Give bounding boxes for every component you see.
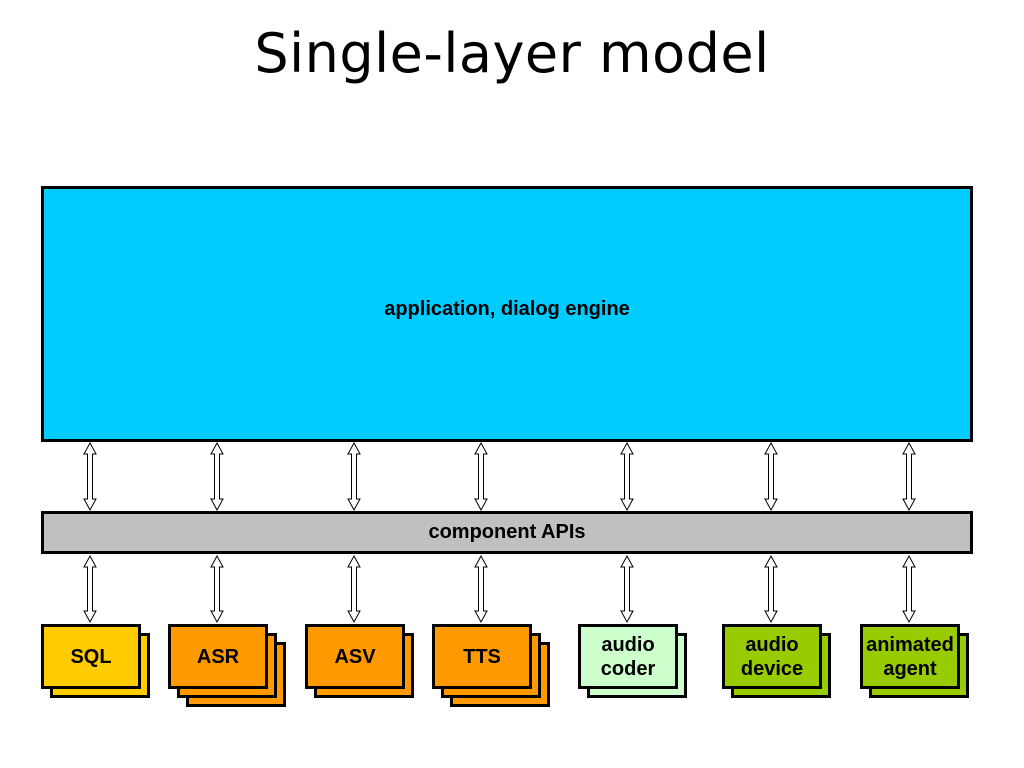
component-label: animated agent [860,624,960,689]
upper-double-arrow [474,441,488,512]
lower-double-arrow [474,554,488,624]
page-title: Single-layer model [254,22,770,85]
component-label: TTS [432,624,532,689]
component-apis-bar: component APIs [41,511,973,554]
lower-double-arrow [620,554,634,624]
application-dialog-engine-box: application, dialog engine [41,186,973,442]
component-label: audio coder [578,624,678,689]
upper-double-arrow [902,441,916,512]
component-label: ASV [305,624,405,689]
upper-double-arrow [347,441,361,512]
component-label: audio device [722,624,822,689]
application-dialog-engine-label: application, dialog engine [384,297,630,320]
upper-double-arrow [83,441,97,512]
upper-double-arrow [210,441,224,512]
component-label: ASR [168,624,268,689]
upper-double-arrow [620,441,634,512]
lower-double-arrow [764,554,778,624]
lower-double-arrow [902,554,916,624]
component-label: SQL [41,624,141,689]
component-apis-label: component APIs [428,521,586,543]
lower-double-arrow [83,554,97,624]
lower-double-arrow [347,554,361,624]
upper-double-arrow [764,441,778,512]
lower-double-arrow [210,554,224,624]
